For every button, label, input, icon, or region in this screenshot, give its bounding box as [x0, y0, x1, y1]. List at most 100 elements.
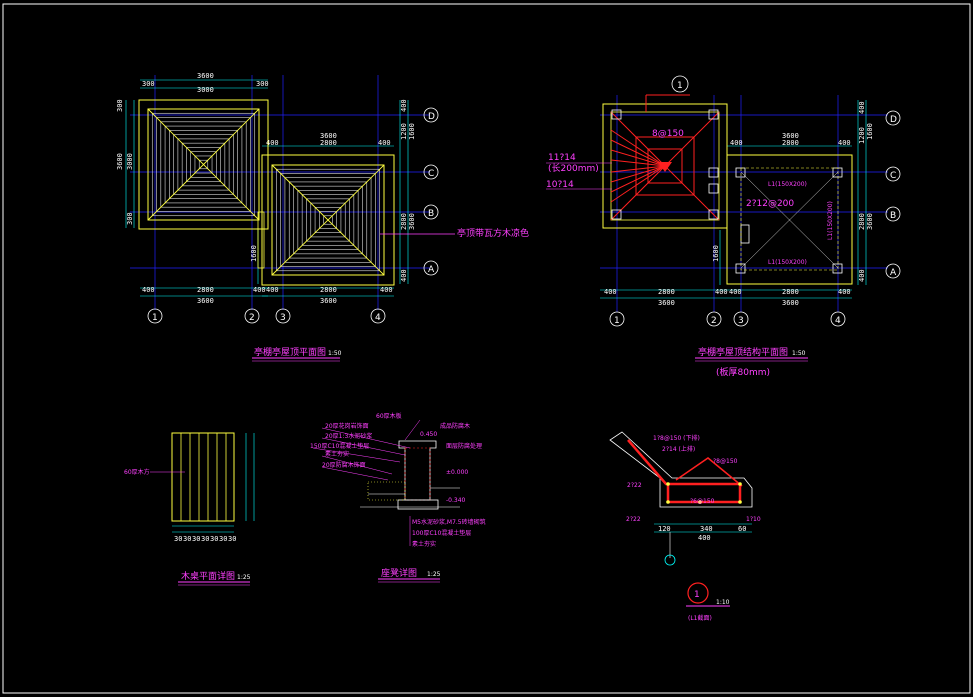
roof-hatch-ring: [276, 168, 380, 272]
roof-hatch-ring: [151, 112, 256, 217]
dim-text: 300: [142, 80, 155, 88]
section-number: 1: [694, 590, 700, 600]
dim-text: 400: [730, 139, 743, 147]
wall-detail-drawing: 20厚花岗岩饰面 20厚1:3水泥砂浆 150厚C10混凝土垫层 素土夯实 20…: [310, 412, 486, 583]
dim-text: 3600: [320, 297, 337, 305]
layer-note: 素土夯实: [325, 450, 349, 458]
axis-label: 2: [711, 316, 717, 326]
roof-hatch-ring: [194, 155, 213, 174]
callout: 2?12@200: [746, 199, 794, 209]
dim-text: 60: [738, 525, 746, 533]
roof-hatch-ring: [173, 134, 234, 195]
dim-text: 400: [715, 288, 728, 296]
roof-hatch-ring: [284, 177, 372, 263]
beam-callout: 2?22: [627, 482, 642, 489]
roof-plan-scale: 1:50: [328, 350, 342, 357]
roof-hatch-ring: [293, 185, 363, 255]
right-note: ±0.000: [446, 469, 468, 476]
dim-text: 400: [400, 269, 408, 282]
roof-hatch-ring: [310, 202, 346, 238]
right-note: -0.340: [446, 497, 466, 504]
axis-label: B: [428, 209, 434, 219]
dim-text: 1600: [866, 123, 874, 140]
top-note: 60厚木板: [376, 412, 402, 420]
dim-text: 300: [116, 99, 124, 112]
dim-text: 3600: [658, 299, 675, 307]
sheet-border: [2, 3, 971, 694]
dim-text: 300: [126, 212, 134, 225]
roof-hatch-ring: [301, 194, 355, 246]
dim-text: 400: [858, 269, 866, 282]
dim-text: 3600: [782, 132, 799, 140]
dim-text: 120: [658, 525, 671, 533]
dim-text: 400: [253, 286, 266, 294]
dim-text: 3600: [782, 299, 799, 307]
dim-text: 400: [604, 288, 617, 296]
dim-text: 30: [201, 535, 209, 543]
bench-note: 60厚木方: [124, 468, 150, 476]
dim-text: 3600: [116, 153, 124, 170]
axis-label: B: [890, 211, 896, 221]
roof-note: 亭顶带瓦方木凉色: [457, 227, 529, 239]
roof-hatch-ring: [319, 211, 337, 229]
dim-text: 1200: [858, 127, 866, 144]
wall-detail-title: 座凳详图: [381, 567, 417, 579]
axis-label: A: [890, 268, 897, 278]
dim-text: 30: [210, 535, 218, 543]
dim-text: 340: [700, 525, 713, 533]
roof-hatch-ring: [177, 138, 230, 191]
beam-callout: 1?8@150 (下排): [653, 434, 700, 442]
dim-text: 2800: [782, 288, 799, 296]
dim-text: 1600: [712, 245, 720, 262]
bottom-note: 素土夯实: [412, 540, 436, 548]
beam-callout: ?6@150: [690, 498, 715, 505]
dim-text: 1600: [250, 245, 258, 262]
dim-text: 1600: [408, 123, 416, 140]
dim-text: 300: [256, 80, 269, 88]
axis-label: 1: [152, 313, 158, 323]
roof-hatch-ring: [314, 207, 342, 233]
dim-text: 30: [183, 535, 191, 543]
dim-text: 2800: [197, 286, 214, 294]
roof-hatch-ring: [156, 117, 251, 212]
wall-detail-scale: 1:25: [427, 571, 441, 578]
dim-text: 2800: [782, 139, 799, 147]
dim-text: 400: [698, 534, 711, 542]
beam-callout: 2?22: [626, 516, 641, 523]
dim-text: 400: [838, 139, 851, 147]
section-ref-label: 1: [677, 81, 683, 91]
layer-note: 150厚C10混凝土垫层: [310, 442, 369, 450]
roof-hatch-ring: [288, 181, 368, 259]
structure-plan-scale: 1:50: [792, 350, 806, 357]
roof-hatch-ring: [181, 142, 226, 187]
beam-label: L1(150X200): [768, 259, 807, 266]
dim-text: 2800: [858, 213, 866, 230]
dim-text: 2800: [320, 139, 337, 147]
roof-hatch-ring: [164, 125, 243, 204]
dim-text: 30: [174, 535, 182, 543]
elevation: 0.450: [420, 431, 437, 438]
beam-section-drawing: 1?8@150 (下排) 2?14 (上排) ?8@150 2?22 ?6@15…: [609, 431, 761, 622]
axis-label: 1: [614, 316, 620, 326]
roof-plan-drawing: 亭顶带瓦方木凉色 3600 300 3000 300 3600 400 2800…: [116, 72, 529, 362]
callout: (长200mm): [548, 162, 599, 174]
dim-text: 3000: [126, 153, 134, 170]
structure-plan-subtitle: (板厚80mm): [716, 366, 770, 378]
roof-hatch-ring: [306, 198, 350, 242]
roof-hatch-ring: [160, 121, 247, 208]
dim-text: 400: [142, 286, 155, 294]
axis-label: 3: [738, 316, 744, 326]
dim-text: 400: [266, 139, 279, 147]
bottom-note: 100厚C10混凝土垫层: [412, 529, 471, 537]
right-note: 成品防腐木: [440, 422, 470, 430]
beam-label: L1(150X200): [768, 181, 807, 188]
dim-text: 30: [219, 535, 227, 543]
layer-note: 20厚花岗岩饰面: [325, 422, 369, 430]
beam-section-title: (L1截面): [688, 614, 712, 622]
dim-text: 400: [858, 101, 866, 114]
dim-text: 3600: [320, 132, 337, 140]
bench-plan-title: 木桌平面详图: [181, 570, 235, 582]
dim-text: 2800: [400, 213, 408, 230]
